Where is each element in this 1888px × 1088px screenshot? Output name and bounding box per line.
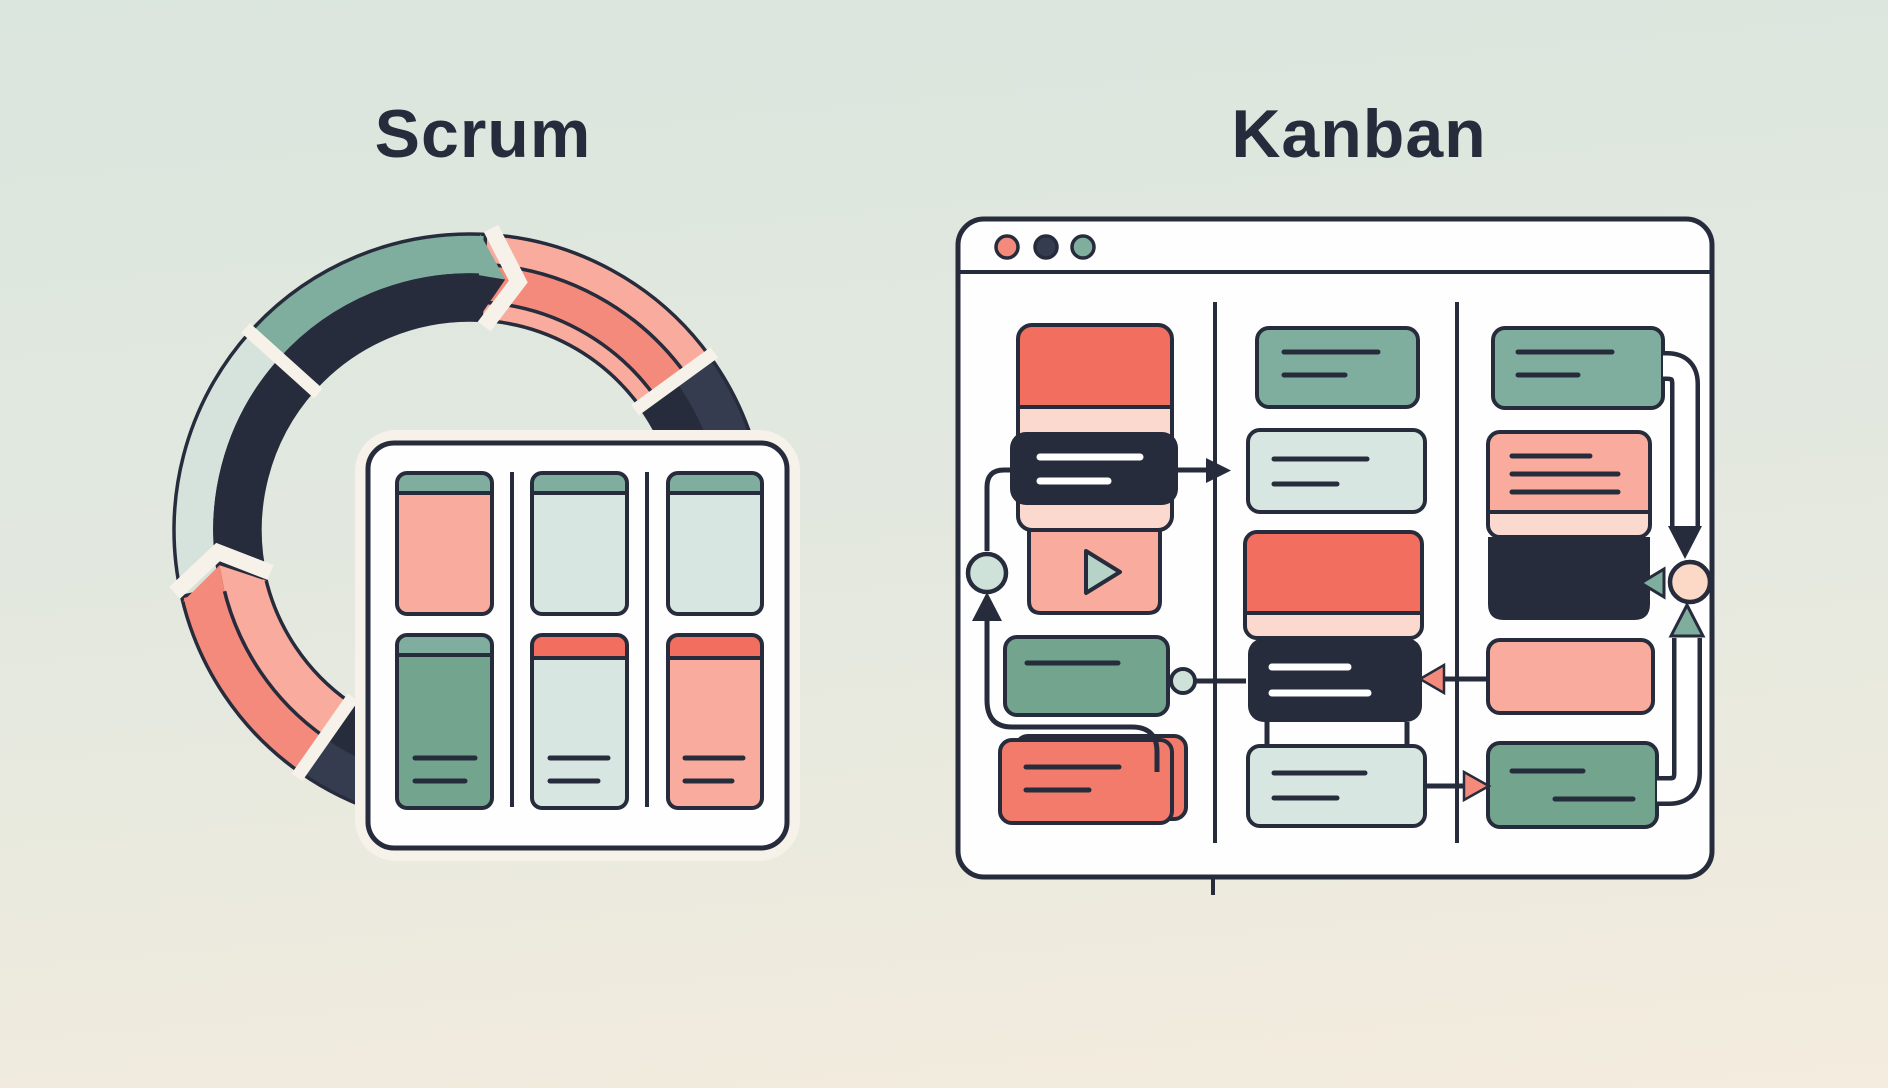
kanban-teal-card (1255, 326, 1420, 409)
scrum-card-2-top (530, 471, 629, 616)
card-text-lines (1271, 770, 1368, 801)
connector-elbow (984, 619, 1160, 772)
kanban-coral-card-stacked (998, 734, 1188, 825)
scrum-card-2-bottom (530, 633, 629, 810)
right-arrowhead-salmon (1462, 769, 1492, 803)
kanban-teal-card (1003, 635, 1170, 717)
kanban-section: Kanban (955, 96, 1715, 895)
kanban-title: Kanban (1231, 96, 1486, 172)
left-arrowhead-salmon (1417, 662, 1446, 696)
salmon-bottom-segment-tip (182, 565, 225, 602)
card-text-lines (1509, 453, 1621, 495)
card-text-lines (547, 755, 611, 784)
right-arrowhead (1206, 458, 1231, 483)
card-text-lines (1268, 663, 1372, 697)
up-arrowhead (972, 592, 1002, 621)
scrum-title: Scrum (375, 96, 592, 172)
card-text-lines (1271, 456, 1370, 487)
card-text-lines (1023, 764, 1122, 793)
pipe-arrow-down-fill (1663, 355, 1696, 526)
kanban-salmon-note-stack (1486, 430, 1652, 620)
kanban-mint-card (1246, 428, 1427, 514)
scrum-card-1-top (395, 471, 494, 616)
salmon-bottom-segment-tip (219, 565, 267, 592)
card-text-lines (412, 755, 478, 784)
kanban-play-card (1027, 528, 1162, 615)
kanban-flow-connectors (965, 351, 1713, 806)
card-text-lines (1509, 768, 1636, 802)
window-control-dot-dark (1033, 234, 1059, 260)
ring-gap (241, 323, 323, 399)
scrum-section: Scrum (169, 96, 800, 861)
play-icon (1084, 549, 1122, 595)
card-text-lines (1036, 453, 1144, 485)
card-text-lines (1281, 349, 1381, 378)
scrum-card-3-bottom (666, 633, 764, 810)
teal-dark-segment-tip (477, 275, 506, 321)
ring-chevron-gap (169, 542, 274, 599)
kanban-col1 (998, 323, 1188, 825)
window-control-dot-teal (1070, 234, 1096, 260)
window-control-dot-red (994, 234, 1020, 260)
connector-elbow (984, 467, 1017, 551)
kanban-salmon-card (1486, 638, 1655, 715)
up-arrowhead-teal (1668, 601, 1706, 638)
kanban-teal-card (1491, 326, 1665, 410)
left-arrowhead-teal (1638, 566, 1666, 600)
ring-gap (631, 347, 719, 416)
kanban-dark-note-card (1010, 432, 1178, 505)
ring-gap (291, 693, 359, 782)
dark-block (1488, 537, 1650, 620)
card-text-lines (682, 755, 746, 784)
scrum-card-3-top (666, 471, 764, 616)
teal-dark-segment-tip (478, 234, 506, 280)
link-dot (1169, 667, 1197, 695)
kanban-teal-card-bottom (1486, 741, 1659, 829)
wip-circle-left (965, 551, 1009, 595)
kanban-dark-note-card (1248, 638, 1422, 722)
scrum-board (355, 430, 800, 861)
kanban-col3 (1486, 326, 1665, 829)
wip-circle-right (1667, 559, 1713, 605)
card-text-lines (1515, 349, 1615, 378)
scrum-card-1-bottom (395, 633, 494, 810)
ring-chevron-gap (477, 225, 528, 332)
kanban-col2 (1243, 326, 1427, 828)
down-arrowhead (1668, 526, 1702, 559)
pipe-arrow-up-fill (1657, 638, 1698, 802)
kanban-card-stack-coral (1243, 530, 1424, 640)
kanban-mint-card-bottom (1246, 744, 1427, 828)
